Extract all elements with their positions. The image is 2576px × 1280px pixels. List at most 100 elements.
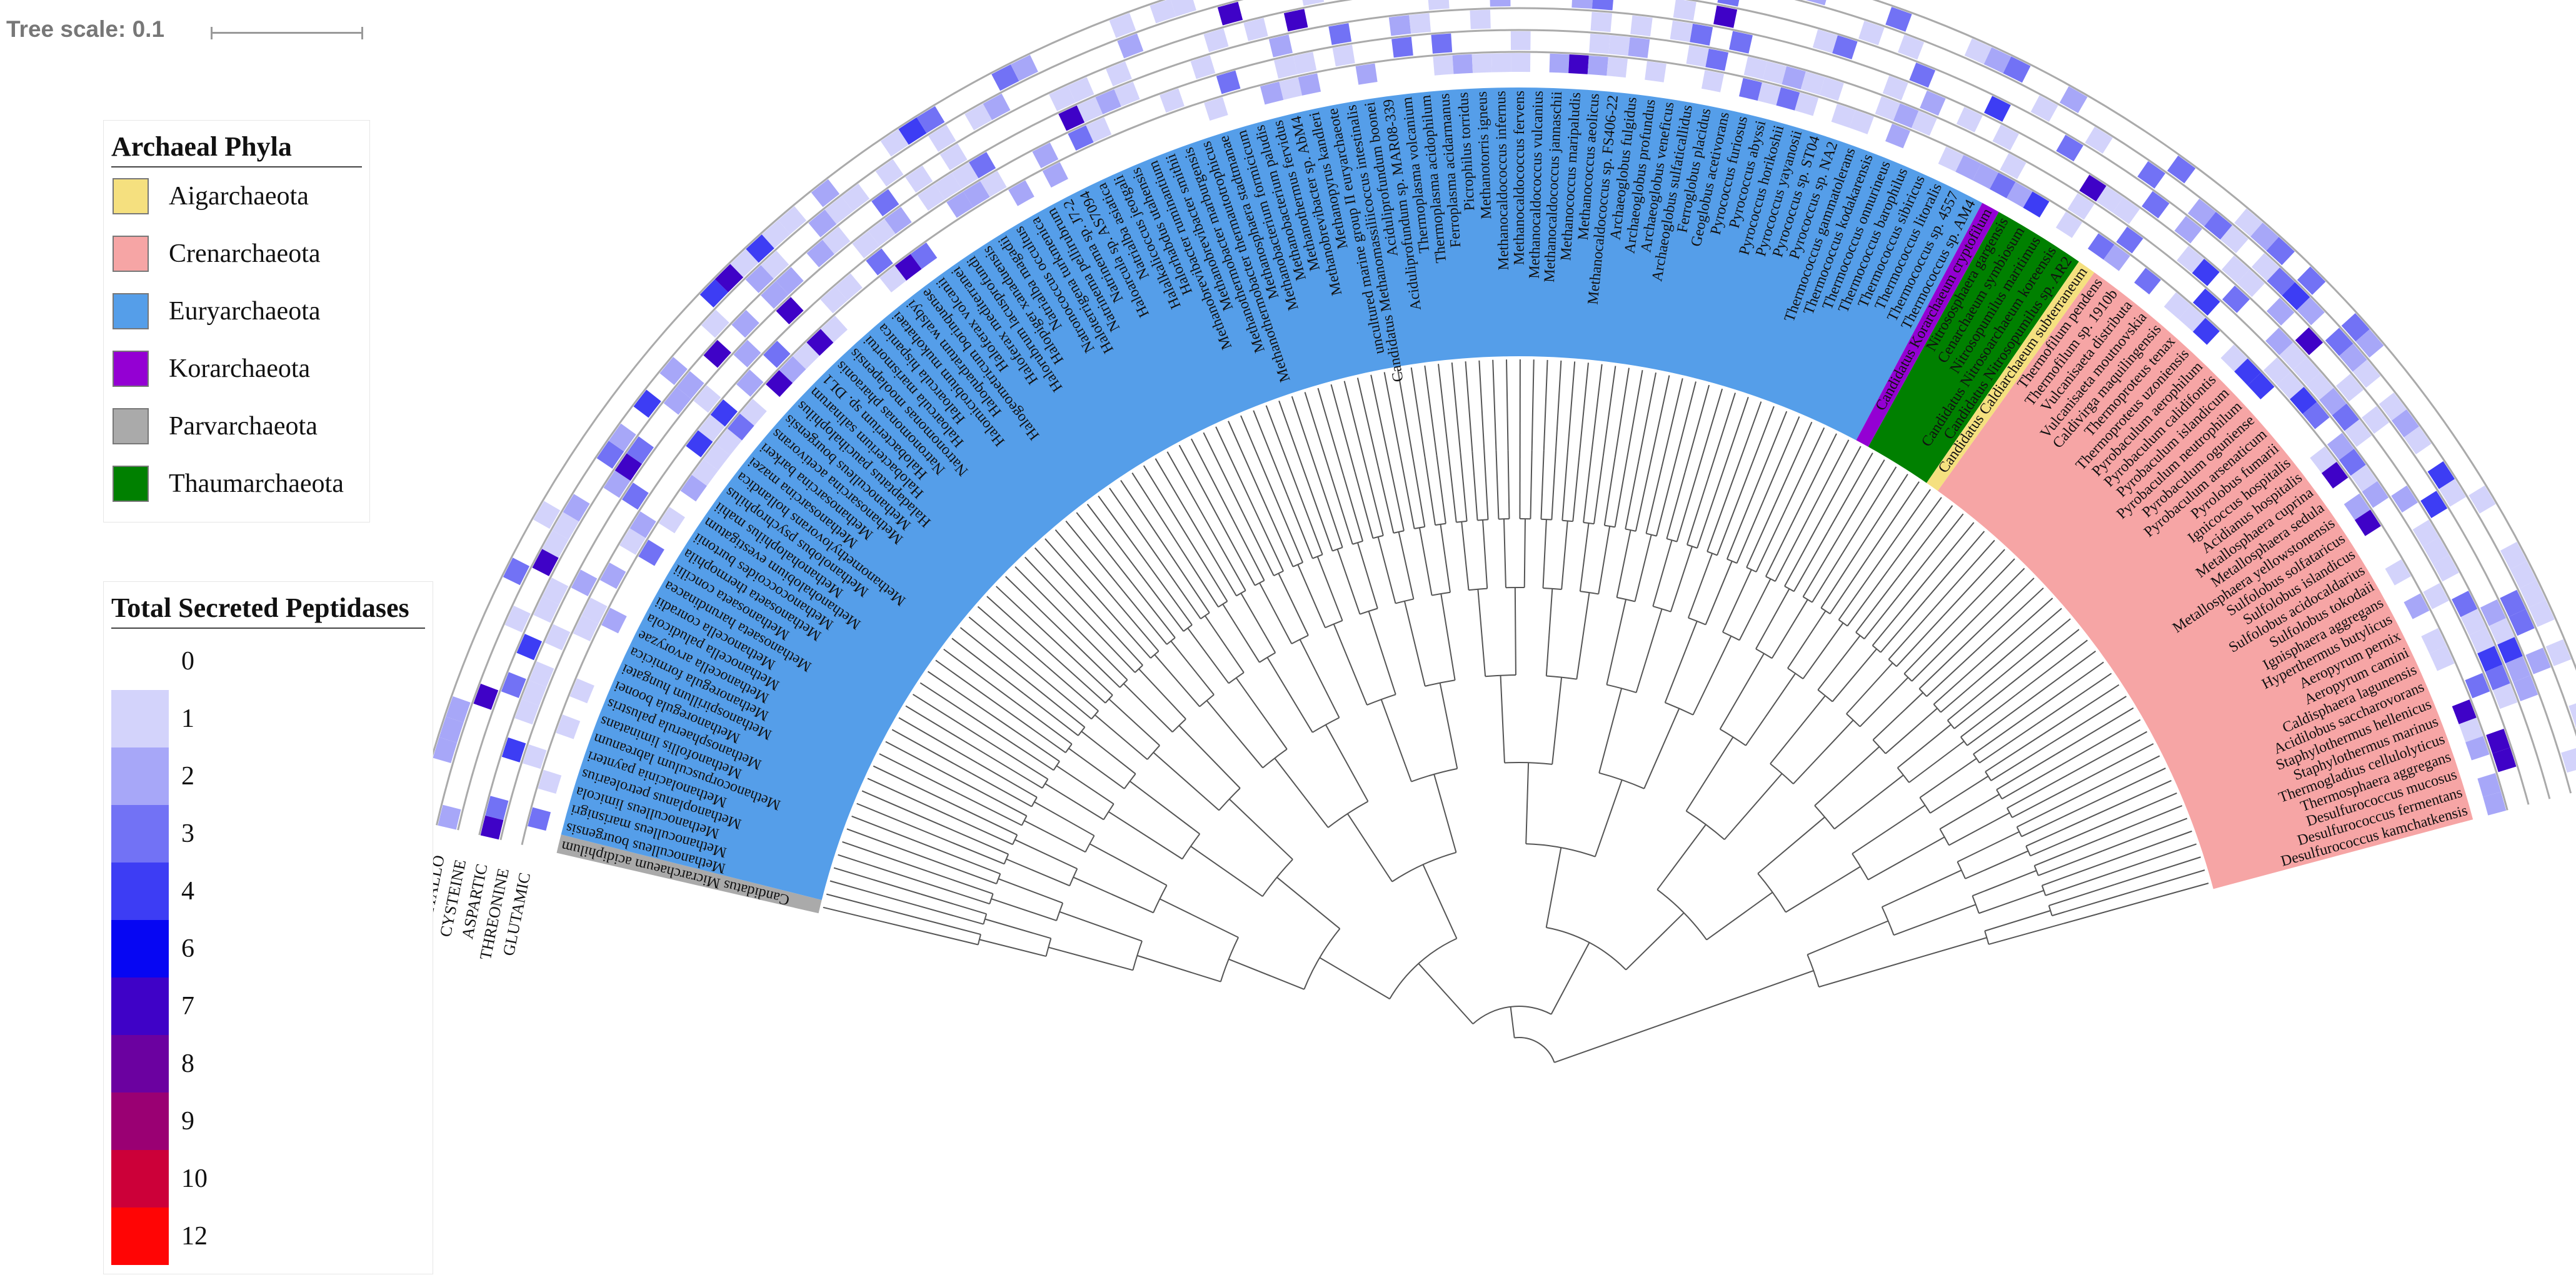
tree-branch [1566, 361, 1576, 452]
heatmap-cell [2079, 174, 2107, 202]
heatmap-cell [1243, 18, 1268, 41]
heatmap-cell [608, 423, 636, 452]
heatmap-cell [2483, 791, 2507, 816]
tree-branch [995, 586, 1063, 649]
peptidase-swatch [111, 690, 169, 748]
heatmap-cell [739, 399, 767, 426]
tree-branch [1076, 512, 1133, 584]
tree-branch [1551, 677, 1563, 764]
heatmap-cell [1956, 106, 1983, 132]
heatmap-cell [1989, 172, 2016, 199]
heatmap-cell [714, 264, 744, 292]
tree-branch [1204, 615, 1245, 673]
tree-branch [898, 717, 978, 764]
phylum-band-aigarchaeota [1927, 261, 2095, 491]
tree-branch [1930, 776, 1989, 814]
heatmap-cell [1203, 28, 1229, 52]
tree-branch [2042, 861, 2107, 886]
heatmap-cell [1795, 92, 1819, 116]
heatmap-cell [1568, 54, 1589, 74]
heatmap-cell [2267, 298, 2295, 326]
tree-branch [1015, 566, 1080, 632]
heatmap-cell [1302, 0, 1325, 6]
tree-branch [943, 648, 1017, 704]
tree-branch [1531, 359, 1535, 451]
tree-branch [1038, 674, 1092, 720]
tree-branch [1461, 521, 1470, 591]
heatmap-cell [2391, 485, 2418, 513]
tree-branch [1266, 657, 1313, 733]
heatmap-cell [544, 624, 571, 651]
heatmap-cell [2497, 637, 2523, 664]
tree-branch [1918, 640, 1970, 689]
peptidase-count-label: 0 [181, 647, 194, 676]
heatmap-cell [2403, 593, 2430, 619]
tree-branch [1356, 542, 1378, 609]
heatmap-cell [1068, 125, 1094, 151]
heatmap-cell [1587, 55, 1608, 76]
tree-branch [1343, 381, 1367, 469]
tree-branch [920, 682, 997, 733]
tree-branch [1634, 534, 1652, 602]
tree-branch [1317, 388, 1345, 476]
tree-branch [1482, 519, 1488, 589]
heatmap-cell [2006, 181, 2033, 208]
tree-branch [1274, 758, 1329, 828]
tree-branch [1614, 459, 1628, 528]
phylum-swatch [113, 178, 149, 214]
heatmap-cell [2321, 461, 2348, 489]
heatmap-cell [2378, 392, 2407, 421]
tree-branch [1833, 774, 1904, 830]
tree-branch [1555, 360, 1562, 451]
peptidase-legend-title: Total Secreted Peptidases [111, 592, 409, 623]
heatmap-cell [1452, 54, 1473, 74]
heatmap-cell [1283, 9, 1308, 32]
heatmap-cell [1068, 77, 1095, 103]
heatmap-cell [727, 413, 754, 441]
heatmap-cell [1549, 53, 1570, 73]
tree-branch [1087, 622, 1136, 673]
phylum-swatch [113, 236, 149, 272]
tree-branch [935, 659, 1010, 714]
heatmap-cell [1391, 36, 1413, 58]
tree-branch [1132, 583, 1176, 639]
heatmap-cell [1293, 51, 1317, 74]
tree-branch [1726, 495, 1753, 559]
tree-branch [1561, 451, 1568, 521]
tree-branch [1023, 693, 1079, 736]
heatmap-ring-outline [521, 51, 2508, 846]
tree-branch [1253, 508, 1284, 572]
tree-branch [1095, 614, 1143, 666]
tree-branch [1635, 608, 1663, 693]
heatmap-cell [1491, 53, 1511, 72]
heatmap-cell [895, 254, 922, 281]
tree-branch [1887, 497, 1942, 571]
heatmap-cell [552, 512, 579, 540]
tree-branch [1965, 850, 2029, 879]
heatmap-cell [806, 329, 834, 356]
tree-branch [1424, 457, 1436, 526]
heatmap-cell [2310, 446, 2337, 473]
heatmap-cell [691, 459, 719, 486]
heatmap-cell [2163, 292, 2191, 319]
tree-branch [861, 790, 946, 828]
heatmap-cell [822, 226, 851, 254]
heatmap-cell [2204, 211, 2233, 240]
tree-branch [2093, 792, 2177, 829]
tree-branch [1276, 876, 1341, 929]
tree-branch [1960, 568, 2025, 633]
heatmap-cell [2438, 479, 2467, 507]
tree-branch [1221, 524, 1256, 586]
tree-branch [1253, 410, 1288, 495]
heatmap-cell [1739, 78, 1762, 101]
heatmap-cell [1858, 21, 1885, 46]
heatmap-cell [980, 171, 1007, 198]
heatmap-cell [1717, 0, 1740, 7]
tree-branch [1802, 537, 1839, 598]
tree-branch [1540, 450, 1545, 519]
tree-branch [1232, 519, 1265, 581]
tree-branch [1716, 491, 1743, 556]
heatmap-cell [693, 385, 721, 413]
heatmap-cell [2500, 589, 2526, 617]
tree-branch [1576, 592, 1590, 679]
